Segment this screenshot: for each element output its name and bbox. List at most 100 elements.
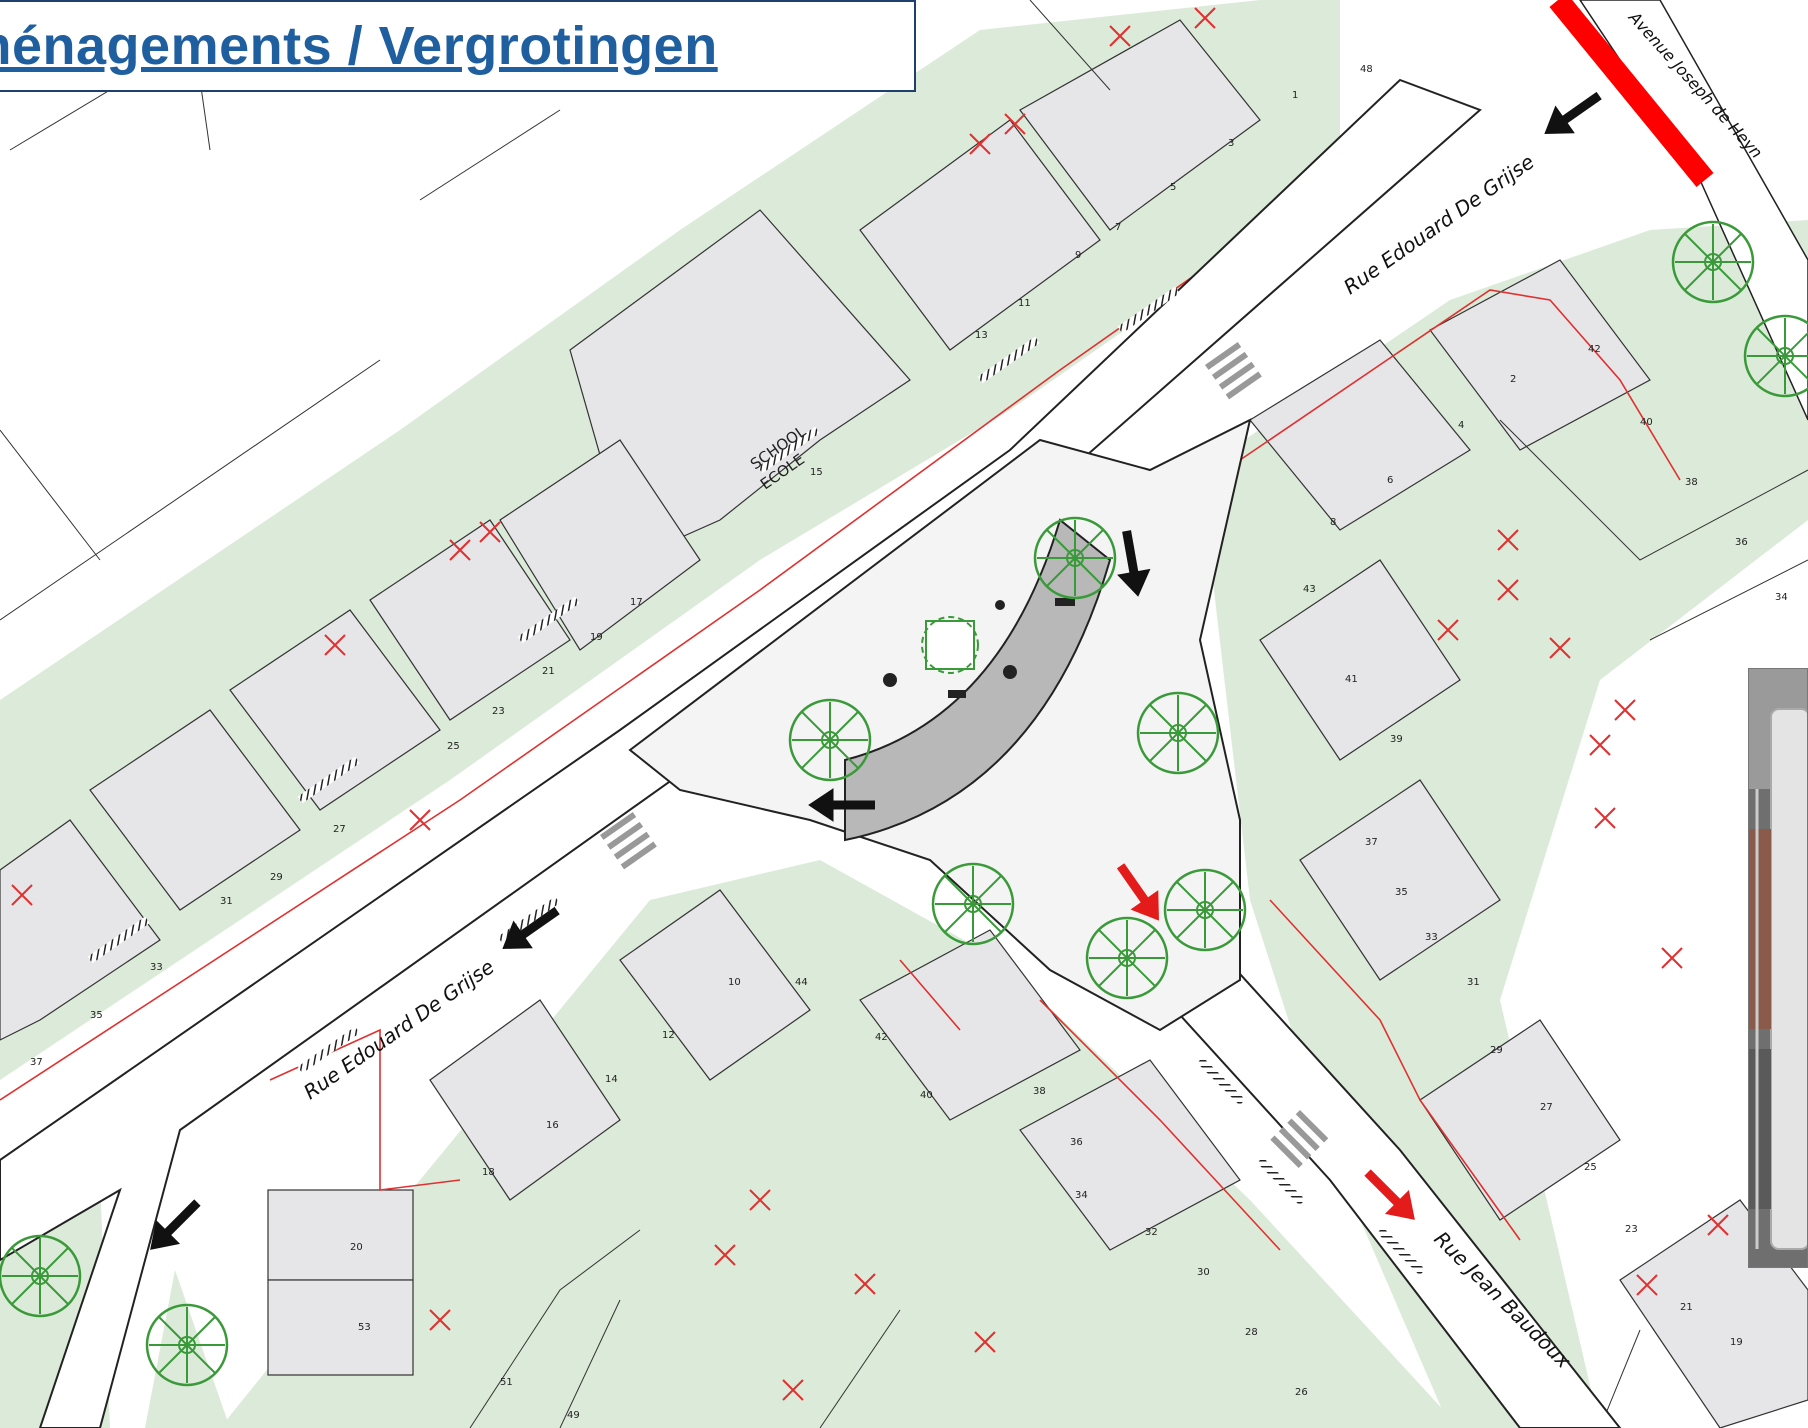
photo-thumbnail — [1749, 669, 1807, 1267]
house-number: 29 — [270, 872, 283, 883]
house-number: 38 — [1033, 1086, 1046, 1097]
page-title: Aménagements / Vergrotingen — [0, 16, 718, 76]
house-number: 27 — [333, 824, 346, 835]
house-number: 19 — [1730, 1337, 1743, 1348]
building-row-east-2 — [1429, 259, 1651, 451]
house-number: 11 — [1018, 298, 1031, 309]
tree-icon — [1085, 916, 1169, 1000]
arrow-icon — [494, 897, 566, 961]
tree-icon — [1671, 220, 1755, 304]
house-number: 35 — [1395, 887, 1408, 898]
tree-icon — [788, 698, 872, 782]
house-number: 53 — [358, 1322, 371, 1333]
building-row-north-3 — [499, 439, 701, 651]
zebra-crossing-icon — [1270, 1110, 1329, 1168]
house-number: 20 — [350, 1242, 363, 1253]
house-number: 21 — [542, 666, 555, 677]
tree-icon — [931, 862, 1015, 946]
house-number: 36 — [1735, 537, 1748, 548]
house-number: 38 — [1685, 477, 1698, 488]
house-number: 31 — [1467, 977, 1480, 988]
house-number: 9 — [1075, 250, 1081, 261]
house-number: 31 — [220, 896, 233, 907]
house-number: 19 — [590, 632, 603, 643]
road-closure-bar — [1549, 0, 1714, 187]
plaza-furniture — [883, 598, 1075, 698]
zebra-crossing-icon — [600, 812, 657, 870]
house-number: 27 — [1540, 1102, 1553, 1113]
building-row-north-6 — [89, 709, 301, 911]
play-structure — [921, 616, 979, 674]
tree-icon — [145, 1303, 229, 1387]
house-number: 34 — [1075, 1190, 1088, 1201]
house-number: 36 — [1070, 1137, 1083, 1148]
reference-photo — [1748, 668, 1808, 1268]
house-number: 25 — [447, 741, 460, 752]
house-number: 15 — [810, 467, 823, 478]
house-number: 3 — [1228, 138, 1234, 149]
parking-markings — [87, 286, 1426, 1276]
building-row-south-1 — [619, 889, 811, 1081]
house-number: 30 — [1197, 1267, 1210, 1278]
building-row-south-4 — [1019, 1059, 1241, 1251]
cross-icon — [1614, 699, 1636, 721]
house-number: 43 — [1303, 584, 1316, 595]
zebra-crossings — [600, 342, 1329, 1168]
house-number: 16 — [546, 1120, 559, 1131]
building-row-north-5 — [229, 609, 441, 811]
house-number: 21 — [1680, 1302, 1693, 1313]
house-number: 34 — [1775, 592, 1788, 603]
building-row-east-4 — [1299, 779, 1501, 981]
cross-icon — [1594, 807, 1616, 829]
house-number: 28 — [1245, 1327, 1258, 1338]
house-number: 33 — [150, 962, 163, 973]
building-20 — [267, 1189, 414, 1281]
building-row-north-4 — [369, 519, 571, 721]
house-number: 14 — [605, 1074, 618, 1085]
title-banner: Aménagements / Vergrotingen — [0, 0, 916, 92]
house-number: 26 — [1295, 1387, 1308, 1398]
house-number: 1 — [1292, 90, 1298, 101]
building-53 — [267, 1279, 414, 1376]
house-number: 2 — [1510, 374, 1516, 385]
house-number: 42 — [875, 1032, 888, 1043]
building-row-east-1 — [1249, 339, 1471, 531]
curved-planter — [844, 518, 1112, 842]
tree-icon — [1033, 516, 1117, 600]
house-number: 23 — [1625, 1224, 1638, 1235]
house-number: 44 — [795, 977, 808, 988]
tree-icon — [0, 1234, 82, 1318]
house-number: 10 — [728, 977, 741, 988]
house-number: 4 — [1458, 420, 1464, 431]
house-number: 7 — [1115, 222, 1121, 233]
house-number: 39 — [1390, 734, 1403, 745]
house-number: 33 — [1425, 932, 1438, 943]
zebra-crossing-icon — [1205, 342, 1262, 400]
house-number: 51 — [500, 1377, 513, 1388]
arrow-icon — [1536, 82, 1608, 146]
house-number: 18 — [482, 1167, 495, 1178]
house-number: 5 — [1170, 182, 1176, 193]
building-row-south-2 — [429, 999, 621, 1201]
buildings — [0, 19, 1808, 1428]
garden-south-block — [220, 860, 1460, 1428]
house-number: 41 — [1345, 674, 1358, 685]
house-number: 37 — [30, 1057, 43, 1068]
building-row-east-3 — [1259, 559, 1461, 761]
house-numbers: 48 1 3 5 7 9 11 13 15 17 19 21 23 25 27 … — [30, 64, 1788, 1421]
house-number: 37 — [1365, 837, 1378, 848]
house-number: 25 — [1584, 1162, 1597, 1173]
house-number: 32 — [1145, 1227, 1158, 1238]
cross-icon — [1661, 947, 1683, 969]
house-number: 12 — [662, 1030, 675, 1041]
house-number: 40 — [1640, 417, 1653, 428]
house-number: 48 — [1360, 64, 1373, 75]
building-row-north-7 — [0, 819, 161, 1041]
building-row-north-1 — [859, 119, 1101, 351]
house-number: 8 — [1330, 517, 1336, 528]
tree-icon — [1136, 691, 1220, 775]
tree-icon — [1163, 868, 1247, 952]
house-number: 49 — [567, 1410, 580, 1421]
house-number: 42 — [1588, 344, 1601, 355]
